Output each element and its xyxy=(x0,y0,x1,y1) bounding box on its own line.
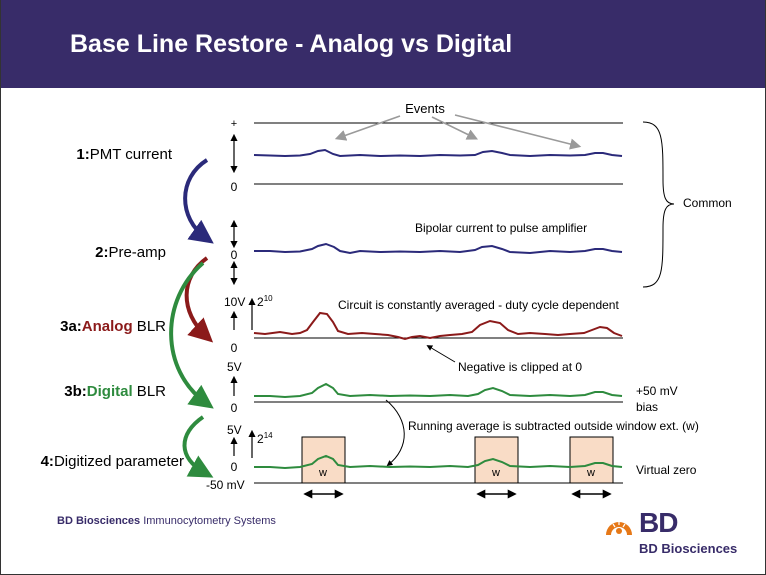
logo-name-text: BD Biosciences xyxy=(639,541,738,556)
running-average-label: Running average is subtracted outside wi… xyxy=(408,419,699,433)
negative-clipped-arrow xyxy=(426,345,456,363)
pmt-trace xyxy=(253,148,623,158)
flow-arrow-preamp-to-digital xyxy=(169,261,214,409)
axis-label-5v-row4: 5V xyxy=(227,423,242,437)
window-label-2: w xyxy=(491,467,500,479)
stage-label-preamp: 2:Pre-amp xyxy=(95,244,166,261)
running-average-arrow xyxy=(385,399,405,467)
window-box-3 xyxy=(569,436,614,484)
negative-clipped-label: Negative is clipped at 0 xyxy=(458,360,582,374)
preamp-trace xyxy=(254,242,623,255)
stage-label-analog-blr: 3a:Analog BLR xyxy=(60,318,166,335)
title-bar: Base Line Restore - Analog vs Digital xyxy=(0,0,766,88)
common-label: Common xyxy=(683,196,732,210)
bias-label: bias xyxy=(636,400,658,414)
axis-label-zero-row1: 0 xyxy=(231,180,238,194)
footer-company: BD Biosciences Immunocytometry Systems xyxy=(57,515,276,527)
window-label-1: w xyxy=(318,467,327,479)
axis-label-zero-row3a: 0 xyxy=(231,341,238,355)
frame-border-left xyxy=(0,0,1,575)
window-label-3: w xyxy=(586,467,595,479)
stage-label-digital-blr: 3b:Digital BLR xyxy=(64,383,166,400)
virtual-zero-label: Virtual zero xyxy=(636,463,697,477)
events-arrow-2 xyxy=(431,116,479,140)
digitized-trace xyxy=(254,454,623,470)
flow-arrow-digital-to-digitized xyxy=(182,415,214,478)
common-bracket xyxy=(642,121,675,288)
logo-mark-text: BD xyxy=(639,507,678,538)
analog-blr-trace xyxy=(253,311,623,341)
axis-label-2-pow-10: 210 xyxy=(257,294,273,309)
axis-label-zero-row4: 0 xyxy=(231,460,238,474)
events-label: Events xyxy=(405,101,445,116)
page-title: Base Line Restore - Analog vs Digital xyxy=(70,30,513,58)
stage-label-pmt: 1:PMT current xyxy=(76,146,172,163)
flow-arrow-pmt-to-preamp xyxy=(183,158,214,244)
circuit-averaged-label: Circuit is constantly averaged - duty cy… xyxy=(338,298,619,312)
stage-label-digitized: 4:Digitized parameter xyxy=(41,453,184,470)
axis-label-zero-row3b: 0 xyxy=(231,401,238,415)
axis-label-5v-row3b: 5V xyxy=(227,360,242,374)
axis-label-2-pow-14: 214 xyxy=(257,431,273,446)
axis-label-zero-row2: 0 xyxy=(231,248,238,262)
bipolar-label: Bipolar current to pulse amplifier xyxy=(415,221,587,235)
axis-label-plus: + xyxy=(231,118,237,130)
window-box-1 xyxy=(301,436,346,484)
axis-label-minus-50mv: -50 mV xyxy=(206,478,245,492)
plus-50mv-label: +50 mV xyxy=(636,384,678,398)
events-arrow-3 xyxy=(454,114,582,150)
events-arrow-1 xyxy=(334,115,401,141)
bd-sunburst-icon xyxy=(606,522,632,535)
axis-label-10v: 10V xyxy=(224,295,245,309)
digital-blr-trace xyxy=(254,382,623,399)
bd-logo: BD BD Biosciences xyxy=(603,507,753,561)
